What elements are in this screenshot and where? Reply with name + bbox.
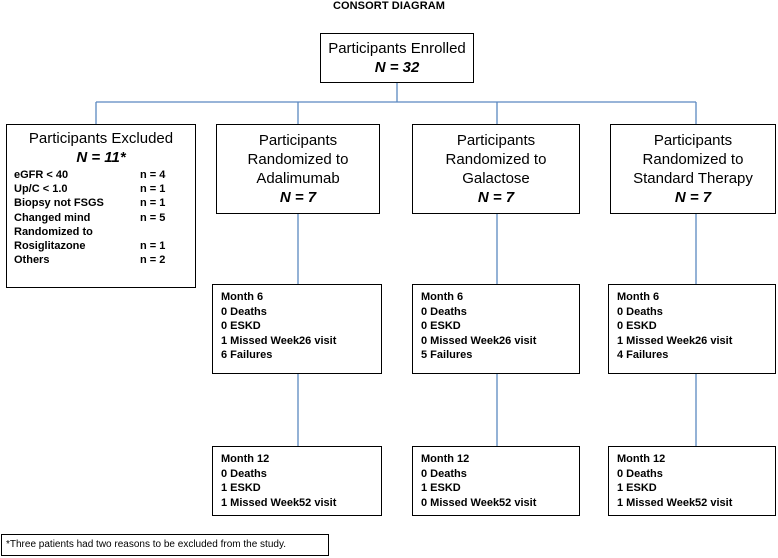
month6-missed: 1 Missed Week26 visit xyxy=(221,334,337,347)
month12-heading: Month 12 xyxy=(617,453,666,465)
excluded-count: N = 11* xyxy=(76,149,126,166)
enrolled-label: Participants Enrolled xyxy=(328,40,466,57)
month6-deaths: 0 Deaths xyxy=(617,305,663,318)
month12-eskd: 1 ESKD xyxy=(421,482,461,494)
month6-eskd: 0 ESKD xyxy=(617,320,657,332)
arm-line: Participants xyxy=(258,132,338,149)
diagram-title: CONSORT DIAGRAM xyxy=(332,0,446,12)
arm-line: Participants xyxy=(456,132,536,149)
month12-eskd: 1 ESKD xyxy=(617,482,657,494)
month12-missed: 1 Missed Week52 visit xyxy=(221,496,337,509)
month12-deaths: 0 Deaths xyxy=(221,467,267,480)
arm-line: Randomized to xyxy=(247,151,349,168)
month6-failures: 6 Failures xyxy=(221,349,273,361)
excluded-label: Participants Excluded xyxy=(28,130,174,147)
month6-eskd: 0 ESKD xyxy=(221,320,261,332)
month6-heading: Month 6 xyxy=(421,291,464,303)
month6-heading: Month 6 xyxy=(617,291,660,303)
month6-deaths: 0 Deaths xyxy=(221,305,267,318)
month12-missed: 0 Missed Week52 visit xyxy=(421,496,537,509)
arm-count: N = 7 xyxy=(477,189,515,206)
month6-box-galactose: Month 6 0 Deaths 0 ESKD 0 Missed Week26 … xyxy=(412,284,580,374)
month6-box-adalimumab: Month 6 0 Deaths 0 ESKD 1 Missed Week26 … xyxy=(212,284,382,374)
arm-name: Standard Therapy xyxy=(633,170,753,187)
arm-box-galactose: Participants Randomized to Galactose N =… xyxy=(412,124,580,214)
arm-box-standard-therapy: Participants Randomized to Standard Ther… xyxy=(610,124,776,214)
arm-name: Adalimumab xyxy=(256,170,340,187)
month12-heading: Month 12 xyxy=(221,453,270,465)
month6-missed: 0 Missed Week26 visit xyxy=(421,334,537,347)
arm-line: Randomized to xyxy=(445,151,547,168)
enrolled-count: N = 32 xyxy=(374,59,420,76)
month12-box-galactose: Month 12 0 Deaths 1 ESKD 0 Missed Week52… xyxy=(412,446,580,516)
month12-deaths: 0 Deaths xyxy=(421,467,467,480)
exclusion-reason-row: Randomized to xyxy=(14,225,93,238)
month12-deaths: 0 Deaths xyxy=(617,467,663,480)
enrolled-box: Participants Enrolled N = 32 xyxy=(320,33,474,83)
arm-name: Galactose xyxy=(462,170,530,187)
arm-count: N = 7 xyxy=(279,189,317,206)
month12-eskd: 1 ESKD xyxy=(221,482,261,494)
month6-failures: 4 Failures xyxy=(617,349,669,361)
month6-eskd: 0 ESKD xyxy=(421,320,461,332)
month6-failures: 5 Failures xyxy=(421,349,473,361)
month12-missed: 1 Missed Week52 visit xyxy=(617,496,733,509)
month6-box-standard-therapy: Month 6 0 Deaths 0 ESKD 1 Missed Week26 … xyxy=(608,284,776,374)
month6-missed: 1 Missed Week26 visit xyxy=(617,334,733,347)
month6-heading: Month 6 xyxy=(221,291,264,303)
footnote: *Three patients had two reasons to be ex… xyxy=(1,534,329,556)
month12-heading: Month 12 xyxy=(421,453,470,465)
arm-line: Participants xyxy=(653,132,733,149)
month6-deaths: 0 Deaths xyxy=(421,305,467,318)
arm-count: N = 7 xyxy=(674,189,712,206)
month12-box-adalimumab: Month 12 0 Deaths 1 ESKD 1 Missed Week52… xyxy=(212,446,382,516)
arm-box-adalimumab: Participants Randomized to Adalimumab N … xyxy=(216,124,380,214)
month12-box-standard-therapy: Month 12 0 Deaths 1 ESKD 1 Missed Week52… xyxy=(608,446,776,516)
arm-line: Randomized to xyxy=(642,151,744,168)
